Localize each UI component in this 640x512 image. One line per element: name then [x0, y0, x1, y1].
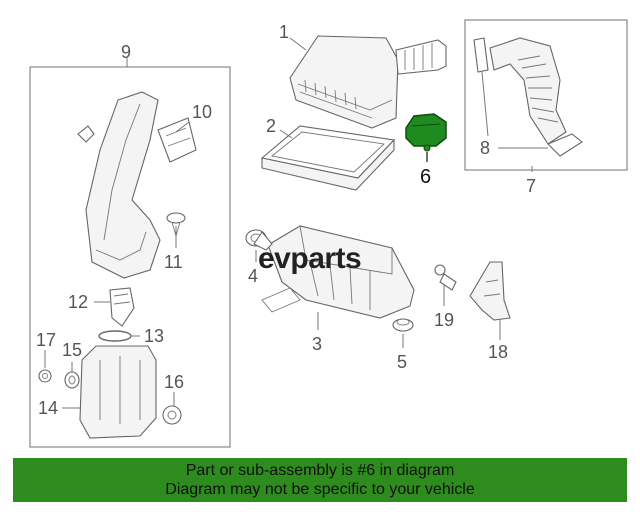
part-5-grommet[interactable]	[392, 318, 414, 332]
callout-12: 12	[68, 292, 88, 312]
callout-17: 17	[36, 330, 56, 350]
callout-6: 6	[420, 166, 431, 188]
part-15-cap[interactable]	[64, 371, 80, 389]
part-4-clamp[interactable]	[245, 229, 273, 251]
part-10-bracket[interactable]	[157, 117, 197, 163]
part-1-air-cleaner-cover[interactable]	[289, 35, 447, 129]
part-2-air-filter[interactable]	[260, 125, 396, 191]
callout-1: 1	[279, 22, 289, 42]
callout-16: 16	[164, 372, 184, 392]
part-12-plug[interactable]	[109, 287, 135, 327]
part-19-clip[interactable]	[434, 264, 457, 291]
part-7-duct-hose[interactable]	[489, 37, 567, 145]
part-18-bracket[interactable]	[469, 261, 511, 321]
part-14-resonator[interactable]	[79, 345, 157, 439]
part-13-o-ring[interactable]	[98, 330, 132, 342]
banner-line-1: Part or sub-assembly is #6 in diagram	[185, 462, 455, 479]
callout-18: 18	[488, 342, 508, 362]
callout-9: 9	[121, 42, 131, 62]
banner-line-2: Diagram may not be specific to your vehi…	[165, 481, 475, 498]
part-9-intake-duct[interactable]	[77, 91, 161, 279]
parts-diagram: evparts 1 2 3 4 5 6 7 8 9 10 11 12 13 14…	[29, 19, 628, 448]
callout-2: 2	[266, 116, 276, 136]
part-3-housing[interactable]	[261, 225, 415, 319]
part-6-highlighted-sensor[interactable]	[405, 113, 447, 152]
leader-lines	[44, 37, 548, 409]
part-8-tube-end[interactable]	[473, 37, 583, 157]
callout-11: 11	[164, 252, 183, 272]
callout-15: 15	[62, 340, 82, 360]
callout-3: 3	[312, 334, 322, 354]
part-17-washer[interactable]	[38, 369, 52, 383]
callout-10: 10	[192, 102, 212, 122]
group-frame-7	[464, 19, 628, 171]
callout-14: 14	[38, 398, 58, 418]
info-banner: Part or sub-assembly is #6 in diagram Di…	[13, 458, 627, 502]
part-11-clip[interactable]	[166, 212, 186, 238]
callout-19: 19	[434, 310, 454, 330]
watermark-logo: evparts	[258, 242, 362, 275]
callout-13: 13	[144, 326, 164, 346]
callout-4: 4	[248, 266, 258, 286]
callout-8: 8	[480, 138, 490, 158]
svg-text:evparts: evparts	[258, 242, 361, 275]
callout-5: 5	[397, 352, 407, 372]
callout-7: 7	[526, 176, 536, 196]
group-frame-9	[29, 66, 231, 448]
part-16-cap[interactable]	[162, 405, 182, 425]
